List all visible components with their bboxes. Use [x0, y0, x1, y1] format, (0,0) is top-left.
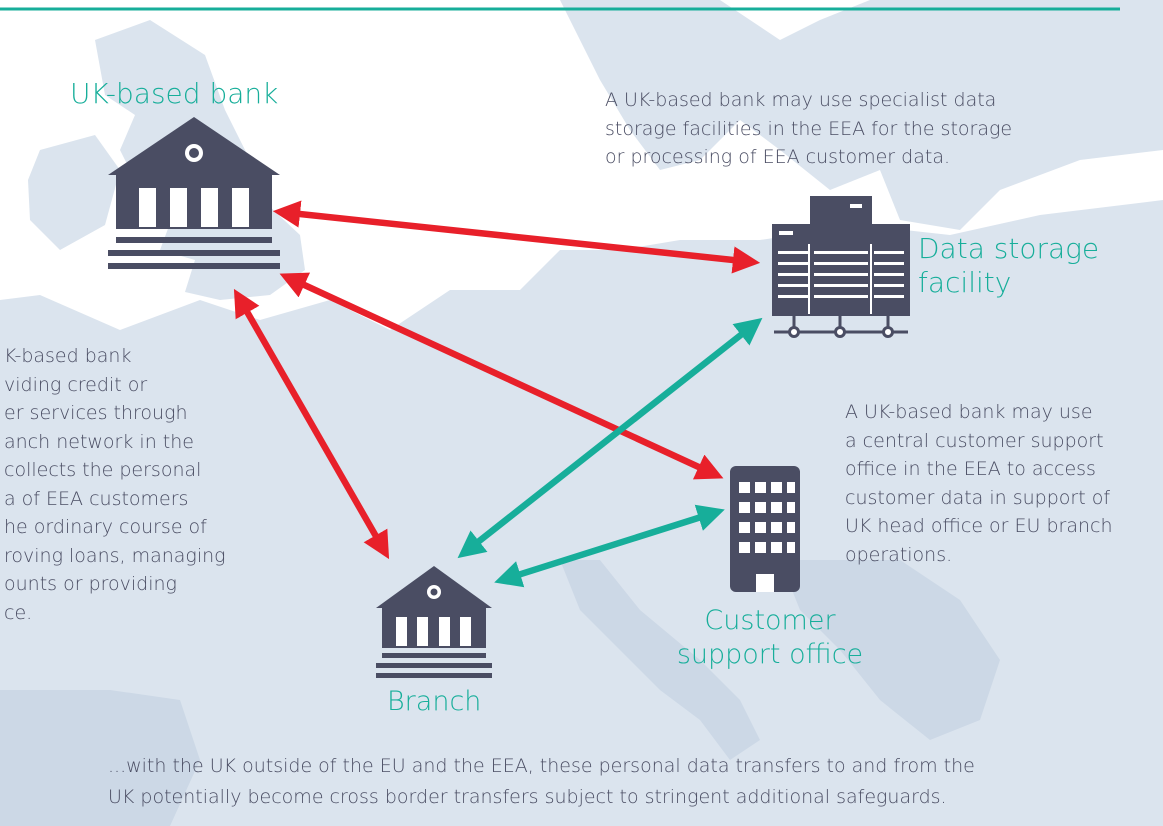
description-line: collects the personal: [4, 459, 202, 481]
customer-support-label-line: support office: [676, 639, 864, 670]
description-line: or processing of EEA customer data.: [605, 146, 950, 168]
data-storage-label-line: facility: [918, 266, 1012, 299]
customer-support-label: Customer support office: [668, 604, 872, 672]
bank-icon: [376, 566, 492, 678]
branch-description: K-based bank viding credit or er service…: [4, 342, 226, 627]
description-line: A UK-based bank may use: [845, 401, 1093, 423]
connector-branch-to-support: [494, 504, 725, 588]
customer-support-description: A UK-based bank may use a central custom…: [845, 398, 1113, 569]
description-line: ce.: [4, 601, 33, 624]
description-line: a of EEA customers: [4, 487, 189, 510]
description-line: customer data in support of: [845, 486, 1111, 509]
uk-bank-label: UK-based bank: [70, 77, 279, 110]
description-line: storage facilities in the EEA for the st…: [605, 117, 1013, 140]
description-line: a central customer support: [845, 429, 1104, 452]
data-storage-label: Data storage facility: [918, 232, 1099, 300]
data-storage-description: A UK-based bank may use specialist data …: [605, 86, 1012, 172]
office-building-icon: [730, 466, 800, 592]
bank-icon: [108, 117, 280, 269]
map-italy: [560, 560, 760, 760]
description-line: er services through: [4, 402, 188, 424]
footer-line: ...with the UK outside of the EU and the…: [108, 755, 975, 777]
description-line: UK head office or EU branch: [845, 515, 1113, 537]
map-balkans: [780, 560, 1000, 740]
map-scandinavia: [560, 0, 1163, 230]
description-line: office in the EEA to access: [845, 458, 1096, 480]
connections: [233, 200, 763, 588]
connector-uk-to-storage: [272, 200, 761, 274]
server-icon: [772, 196, 910, 338]
data-storage-label-line: Data storage: [918, 232, 1100, 265]
description-line: K-based bank: [4, 345, 132, 367]
description-line: viding credit or: [4, 373, 148, 396]
map-iberia: [0, 690, 200, 826]
description-line: he ordinary course of: [4, 516, 207, 538]
connector-uk-to-branch: [233, 288, 390, 560]
footer-note: ...with the UK outside of the EU and the…: [108, 751, 975, 813]
description-line: anch network in the: [4, 430, 194, 453]
branch-label: Branch: [387, 686, 482, 717]
description-line: ounts or providing: [4, 573, 177, 595]
customer-support-label-line: Customer: [704, 605, 836, 636]
description-line: roving loans, managing: [4, 544, 226, 567]
footer-line: UK potentially become cross border trans…: [108, 786, 947, 808]
map-ireland: [28, 135, 120, 250]
description-line: operations.: [845, 543, 953, 566]
description-line: A UK-based bank may use specialist data: [605, 89, 997, 111]
